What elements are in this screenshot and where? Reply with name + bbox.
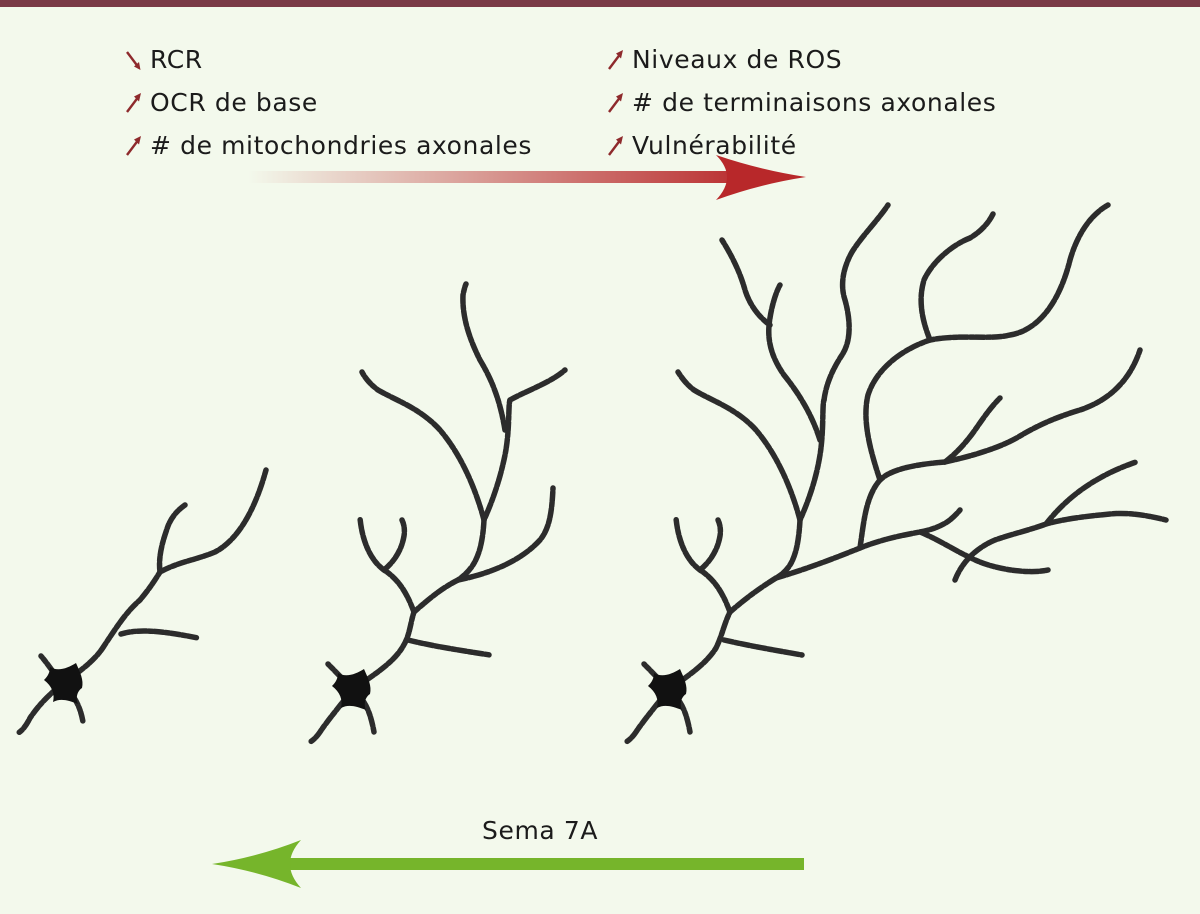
up-arrow-icon bbox=[608, 135, 623, 156]
indicator-item: # de mitochondries axonales bbox=[124, 124, 532, 167]
neuron-3-branch bbox=[918, 211, 996, 343]
neuron-2-branch bbox=[359, 369, 487, 523]
indicator-label-mitochondries: # de mitochondries axonales bbox=[150, 131, 533, 160]
neuron-3-branch bbox=[1043, 459, 1139, 527]
neuron-3-branch bbox=[942, 395, 1003, 465]
neuron-3-branch bbox=[766, 282, 823, 443]
up-arrow-icon bbox=[126, 135, 141, 156]
green-arrow-head bbox=[212, 840, 301, 888]
neuron-1-dendrite bbox=[15, 681, 66, 736]
up-arrow-icon bbox=[126, 92, 141, 113]
down-arrow-icon bbox=[126, 50, 141, 70]
indicator-label-rcr: RCR bbox=[150, 45, 203, 74]
neuron-2-soma bbox=[332, 669, 371, 710]
sema-7a-label: Sema 7A bbox=[482, 816, 599, 845]
neuron-1-branch bbox=[156, 502, 188, 575]
neuron-3-branch bbox=[697, 517, 724, 573]
neuron-3-branch bbox=[721, 637, 805, 658]
red-arrow-head bbox=[716, 155, 806, 200]
indicator-label-ocr: OCR de base bbox=[150, 88, 318, 117]
neuron-medium bbox=[307, 281, 568, 745]
neuron-large bbox=[623, 202, 1169, 745]
red-progress-arrow bbox=[248, 155, 806, 200]
up-arrow-icon bbox=[608, 49, 623, 70]
neuron-2-branch bbox=[460, 281, 508, 433]
neuron-1-axon bbox=[60, 467, 269, 687]
indicator-label-terminaisons: # de terminaisons axonales bbox=[632, 88, 997, 117]
neuron-3-branch bbox=[863, 202, 1111, 483]
red-arrow-shaft bbox=[248, 171, 768, 183]
neuron-3-branch bbox=[675, 369, 803, 523]
neuron-1-soma bbox=[44, 663, 83, 704]
top-bar bbox=[0, 0, 1200, 7]
neuron-3-branch bbox=[942, 347, 1143, 465]
green-sema-arrow bbox=[212, 840, 804, 888]
neuron-1-branch bbox=[118, 628, 201, 641]
neuron-3-branch bbox=[917, 529, 1051, 575]
neuron-2-branch bbox=[405, 637, 493, 658]
indicator-label-ros: Niveaux de ROS bbox=[632, 45, 843, 74]
neuron-3-branch bbox=[719, 237, 773, 328]
indicator-label-vulnerabilite: Vulnérabilité bbox=[632, 131, 797, 160]
indicator-list-left: RCR OCR de base # de mitochondries axona… bbox=[124, 38, 532, 167]
neuron-3-soma bbox=[648, 669, 687, 710]
indicator-list-right: Niveaux de ROS # de terminaisons axonale… bbox=[606, 38, 996, 167]
indicator-item: Niveaux de ROS bbox=[606, 38, 996, 81]
up-arrow-icon bbox=[608, 92, 623, 113]
neuron-2-branch bbox=[507, 367, 568, 403]
neuron-2-branch bbox=[455, 485, 556, 583]
indicator-item: # de terminaisons axonales bbox=[606, 81, 996, 124]
indicator-item: OCR de base bbox=[124, 81, 532, 124]
neuron-3-branch bbox=[773, 507, 963, 581]
indicator-item: Vulnérabilité bbox=[606, 124, 996, 167]
indicator-item: RCR bbox=[124, 38, 532, 81]
green-arrow-shaft bbox=[258, 858, 804, 870]
neuron-3-branch bbox=[821, 202, 891, 403]
neuron-2-branch bbox=[381, 517, 408, 573]
neuron-3-branch bbox=[952, 510, 1169, 583]
